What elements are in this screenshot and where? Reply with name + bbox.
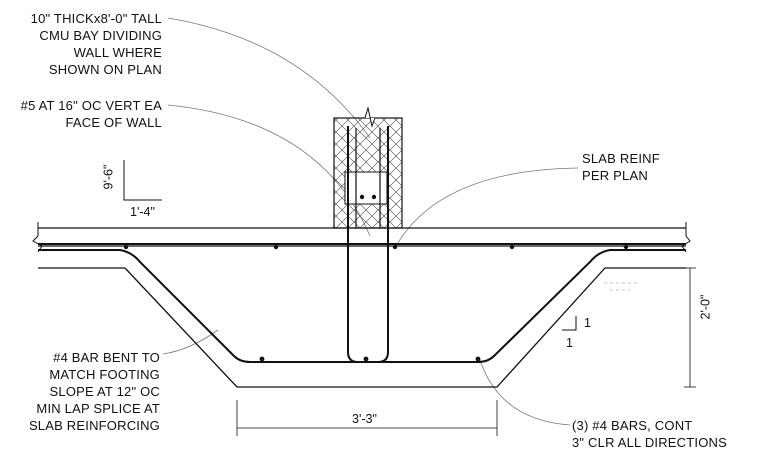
leader-cont-bars xyxy=(479,359,571,426)
leader-slab-reinf xyxy=(395,167,579,247)
dim-label-hook-horizontal: 1'-4" xyxy=(130,205,155,219)
slope-run-label: 1 xyxy=(566,336,573,350)
dim-footing-depth xyxy=(684,267,696,388)
note-slab-reinf: SLAB REINF PER PLAN xyxy=(582,151,660,183)
note-cmu-wall: 10" THICKx8'-0" TALL CMU BAY DIVIDING WA… xyxy=(30,11,162,77)
dim-label-footing-depth: 2'-0" xyxy=(698,294,713,320)
note-bent-bar: #4 BAR BENT TO MATCH FOOTING SLOPE AT 12… xyxy=(28,350,160,433)
footing-outline xyxy=(38,267,686,388)
break-mark-left xyxy=(32,222,43,253)
rebar-dots xyxy=(123,194,629,362)
note-cont-bars: (3) #4 BARS, CONT 3" CLR ALL DIRECTIONS xyxy=(572,418,727,450)
note-vertical-bars: #5 AT 16" OC VERT EA FACE OF WALL xyxy=(20,98,162,130)
dim-label-footing-width: 3'-3" xyxy=(352,412,377,426)
dim-label-hook-vertical: 9'-6" xyxy=(101,164,116,190)
leader-cmu-wall xyxy=(167,17,371,139)
dim-footing-width xyxy=(236,400,498,436)
slope-triangle xyxy=(562,316,577,331)
bent-bar xyxy=(38,249,686,363)
break-mark-right xyxy=(681,222,691,253)
grade-hatch xyxy=(604,282,640,291)
hook-symbol xyxy=(123,160,162,201)
cmu-wall xyxy=(333,106,403,229)
vertical-dowel xyxy=(347,126,389,363)
leader-bent-bar xyxy=(162,329,219,355)
slope-rise-label: 1 xyxy=(584,316,591,330)
